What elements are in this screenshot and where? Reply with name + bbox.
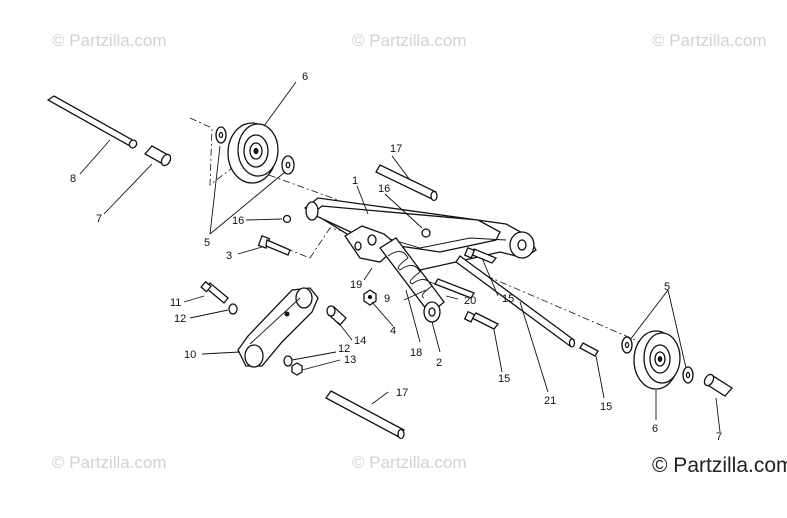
nut bbox=[363, 289, 377, 306]
callout-17: 17 bbox=[390, 143, 402, 155]
watermark-corner: © Partzilla.com bbox=[652, 454, 787, 477]
rear-scissor-arm bbox=[303, 197, 537, 271]
bushing-sleeve bbox=[703, 373, 733, 397]
shaft-rod bbox=[375, 164, 438, 202]
callout-3: 3 bbox=[226, 250, 232, 262]
callout-20: 20 bbox=[464, 295, 476, 307]
callout-9: 9 bbox=[384, 293, 390, 305]
callout-6: 6 bbox=[652, 423, 658, 435]
callout-21: 21 bbox=[544, 395, 556, 407]
idler-wheel bbox=[633, 330, 681, 390]
callout-16: 16 bbox=[232, 215, 244, 227]
washer bbox=[281, 155, 295, 175]
bushing bbox=[326, 305, 347, 326]
callout-1: 1 bbox=[352, 175, 358, 187]
watermark: © Partzilla.com bbox=[52, 31, 167, 50]
long-shaft bbox=[455, 255, 576, 348]
callout-4: 4 bbox=[390, 325, 396, 337]
callout-19: 19 bbox=[350, 279, 362, 291]
callout-17: 17 bbox=[396, 387, 408, 399]
washer bbox=[621, 336, 633, 354]
callout-15: 15 bbox=[498, 373, 510, 385]
washer bbox=[228, 303, 238, 315]
bolt bbox=[463, 246, 498, 264]
rear-axle-rod bbox=[46, 95, 138, 149]
washer bbox=[283, 355, 293, 367]
callout-2: 2 bbox=[436, 357, 442, 369]
shock-spring bbox=[379, 237, 445, 323]
callout-5: 5 bbox=[664, 281, 670, 293]
callout-15: 15 bbox=[502, 293, 514, 305]
front-arm bbox=[237, 287, 319, 368]
pin bbox=[434, 278, 475, 299]
callout-10: 10 bbox=[184, 349, 196, 361]
nut bbox=[291, 362, 303, 376]
watermark: © Partzilla.com bbox=[352, 453, 467, 472]
lock-nut bbox=[282, 214, 431, 238]
washer bbox=[215, 126, 227, 144]
callout-8: 8 bbox=[70, 173, 76, 185]
callout-14: 14 bbox=[354, 335, 366, 347]
callout-labels: 8 7 6 5 17 1 16 16 3 19 9 20 15 4 2 18 1… bbox=[70, 71, 722, 443]
callout-15: 15 bbox=[600, 401, 612, 413]
idler-wheel bbox=[227, 122, 279, 184]
callout-5: 5 bbox=[204, 237, 210, 249]
bolt bbox=[257, 235, 291, 256]
watermark: © Partzilla.com bbox=[352, 31, 467, 50]
callout-18: 18 bbox=[410, 347, 422, 359]
callout-6: 6 bbox=[302, 71, 308, 83]
callout-13: 13 bbox=[344, 354, 356, 366]
watermark: © Partzilla.com bbox=[652, 31, 767, 50]
bolt bbox=[463, 310, 500, 330]
shaft-rod bbox=[325, 390, 405, 440]
callout-12: 12 bbox=[338, 343, 350, 355]
callout-11: 11 bbox=[170, 297, 181, 309]
callout-16: 16 bbox=[378, 183, 390, 195]
leader-lines bbox=[79, 81, 721, 433]
callout-7: 7 bbox=[716, 431, 722, 443]
bolt bbox=[579, 342, 599, 357]
bushing-sleeve bbox=[143, 145, 172, 167]
callout-12: 12 bbox=[174, 313, 186, 325]
bolt bbox=[200, 280, 229, 304]
watermark: © Partzilla.com bbox=[52, 453, 167, 472]
callout-7: 7 bbox=[96, 213, 102, 225]
washer bbox=[682, 366, 694, 384]
